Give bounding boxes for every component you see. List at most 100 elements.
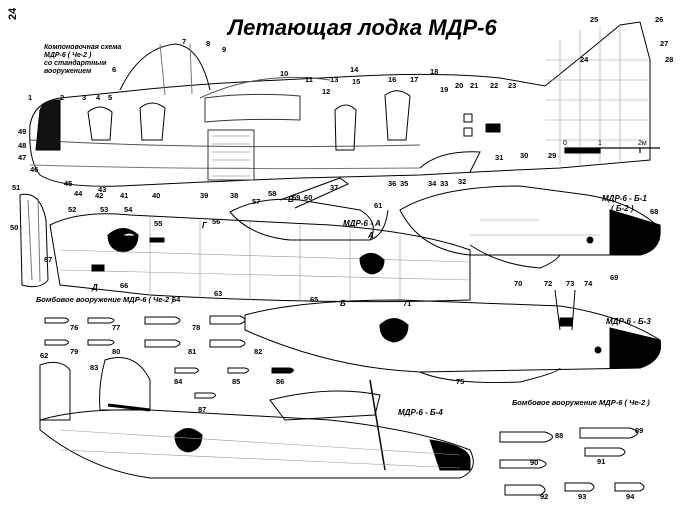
layout-note: Компоновочная схема МДР-6 ( Че-2 ) со ст… [44,44,121,76]
callout-26: 26 [655,15,663,24]
variant-a-label: МДР-6 - А [343,219,381,228]
callout-79: 79 [70,347,78,356]
callout-77: 77 [112,323,120,332]
callout-89: 89 [635,426,643,435]
callout-80: 80 [112,347,120,356]
callout-91: 91 [597,457,605,466]
callout-2: 2 [60,93,64,102]
callout-57: 57 [252,197,260,206]
callout-83: 83 [90,363,98,372]
callout-14: 14 [350,65,359,74]
callout-34: 34 [428,179,437,188]
callout-18: 18 [430,67,438,76]
callout-87: 87 [198,405,206,414]
scale-label-1: 1 [598,140,602,147]
callout-48: 48 [18,141,26,150]
callout-49: 49 [18,127,26,136]
callout-64: 64 [172,295,181,304]
callout-65: 65 [310,295,318,304]
callout-9: 9 [222,45,226,54]
callout-92: 92 [540,492,548,501]
callout-33: 33 [440,179,448,188]
callout-67: 67 [44,255,52,264]
section-mark-v: В [288,195,294,204]
callout-42: 42 [95,191,103,200]
layout-note-line: МДР-6 ( Че-2 ) [44,52,92,60]
section-mark-d: Д [92,283,98,292]
callout-62: 62 [40,351,48,360]
callout-6: 6 [112,65,116,74]
callout-54: 54 [124,205,133,214]
callout-22: 22 [490,81,498,90]
callout-46: 46 [30,165,38,174]
callout-78: 78 [192,323,200,332]
front-and-hull-view [19,193,471,303]
callout-4: 4 [96,93,101,102]
callout-52: 52 [68,205,76,214]
callout-75: 75 [456,377,464,386]
callout-58: 58 [268,189,276,198]
callout-30: 30 [520,151,528,160]
variant-b3-label: МДР-6 - Б-3 [606,317,651,326]
section-mark-a: А [368,231,374,240]
callout-94: 94 [626,492,635,501]
variant-b1-label: МДР-6 - Б-1 [602,194,647,203]
callout-50: 50 [10,223,18,232]
callout-31: 31 [495,153,503,162]
callout-69: 69 [610,273,618,282]
callout-27: 27 [660,39,668,48]
bombs-right-group [499,427,645,496]
callout-70: 70 [514,279,522,288]
callout-76: 76 [70,323,78,332]
callout-60: 60 [304,193,312,202]
callout-66: 66 [120,281,128,290]
callout-41: 41 [120,191,128,200]
callout-73: 73 [566,279,574,288]
callout-12: 12 [322,87,330,96]
callout-90: 90 [530,458,538,467]
callout-11: 11 [305,75,313,84]
callout-82: 82 [254,347,262,356]
callout-85: 85 [232,377,240,386]
variant-b3-view [244,289,662,384]
callout-3: 3 [82,93,86,102]
callout-8: 8 [206,39,210,48]
callout-63: 63 [214,289,222,298]
callout-45: 45 [64,179,72,188]
callout-7: 7 [182,37,186,46]
bombs-right-heading: Бомбовое вооружение МДР-6 ( Че-2 ) [512,398,650,407]
variant-b2-label: ( Б-2 ) [611,204,634,213]
callout-25: 25 [590,15,598,24]
callout-93: 93 [578,492,586,501]
callout-44: 44 [74,189,83,198]
callout-28: 28 [665,55,673,64]
scale-label-0: 0 [563,140,567,147]
callout-59: 59 [292,193,300,202]
callout-47: 47 [18,153,26,162]
callout-29: 29 [548,151,556,160]
callout-86: 86 [276,377,284,386]
variant-a-view [229,177,389,275]
callout-81: 81 [188,347,196,356]
callout-24: 24 [580,55,589,64]
section-mark-b: Б [340,299,346,308]
callout-36: 36 [388,179,396,188]
layout-note-line: вооружением [44,68,92,76]
callout-21: 21 [470,81,478,90]
bombs-left-heading: Бомбовое вооружение МДР-6 ( Че-2 ) [36,295,174,304]
callout-5: 5 [108,93,112,102]
layout-note-line: со стандартным [44,60,107,68]
callout-32: 32 [458,177,466,186]
callout-19: 19 [440,85,448,94]
callout-71: 71 [403,299,411,308]
page-title: Летающая лодка МДР-6 [228,15,497,40]
callout-38: 38 [230,191,238,200]
callout-51: 51 [12,183,20,192]
callout-17: 17 [410,75,418,84]
callout-72: 72 [544,279,552,288]
callout-61: 61 [374,201,382,210]
callout-53: 53 [100,205,108,214]
